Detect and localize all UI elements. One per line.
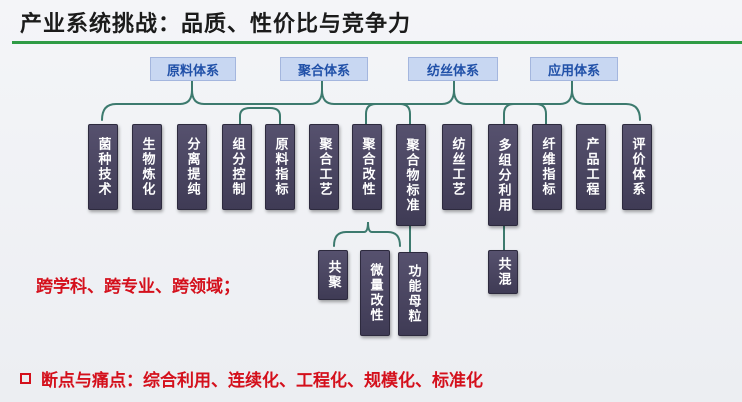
item-polymerization-process: 聚合工艺: [309, 124, 339, 210]
item-polymer-modification: 聚合改性: [352, 124, 382, 210]
item-separation-purification: 分离提纯: [177, 124, 207, 210]
pain-points-text: 断点与痛点：综合利用、连续化、工程化、规模化、标准化: [41, 371, 483, 391]
sub-item-trace-modification: 微量改性: [360, 250, 390, 336]
system-polymerization: 聚合体系: [280, 57, 368, 81]
pain-points-line: 断点与痛点：综合利用、连续化、工程化、规模化、标准化: [20, 366, 483, 391]
item-bio-refining: 生物炼化: [132, 124, 162, 210]
sub-item-copolymerization: 共聚: [318, 250, 348, 300]
item-fiber-index: 纤维指标: [532, 124, 562, 210]
page-title: 产业系统挑战：品质、性价比与竞争力: [20, 12, 412, 37]
sub-item-blending: 共混: [488, 250, 518, 294]
item-evaluation-system: 评价体系: [622, 124, 652, 210]
item-polymer-standard: 聚合物标准: [396, 124, 426, 226]
item-multi-component-utilization: 多组分利用: [488, 124, 518, 226]
item-strain-technology: 菌种技术: [88, 124, 118, 210]
item-product-engineering: 产品工程: [576, 124, 606, 210]
item-spinning-process: 纺丝工艺: [442, 124, 472, 210]
system-raw-materials: 原料体系: [150, 57, 236, 81]
system-spinning: 纺丝体系: [408, 57, 498, 81]
title-divider: [12, 41, 742, 44]
cross-discipline-text: 跨学科、跨专业、跨领域；: [36, 277, 240, 297]
checkbox-bullet-icon: [20, 373, 31, 384]
item-raw-material-index: 原料指标: [265, 124, 295, 210]
item-component-control: 组分控制: [222, 124, 252, 210]
sub-item-functional-masterbatch: 功能母粒: [398, 252, 428, 336]
system-application: 应用体系: [530, 57, 618, 81]
